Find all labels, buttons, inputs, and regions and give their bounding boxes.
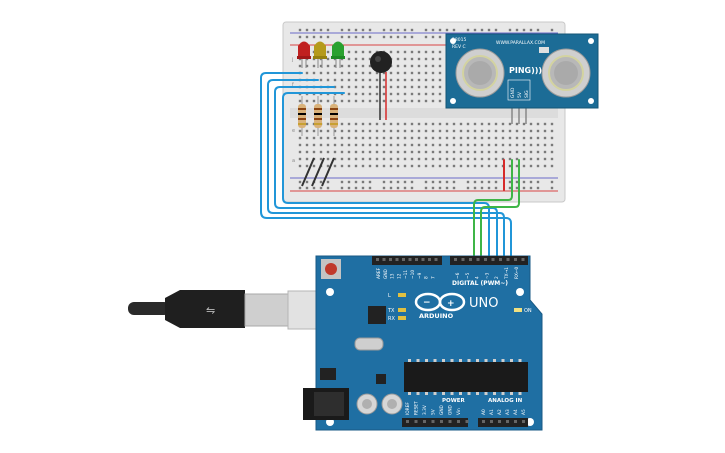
row-letter: j [291,57,293,63]
analog-pin-label: A1 [489,409,495,415]
power-pin-label: IOREF [405,402,411,415]
sensor-rev: REV C [452,44,466,50]
sensor-website: WWW.PARALLAX.COM [496,40,545,46]
row-letter: a [292,158,295,164]
wire-green-2[interactable] [480,159,520,259]
digital-pin-label: ~9 [417,272,423,279]
svg-text:+: + [447,299,455,309]
usb-cable[interactable]: ⇋ [128,290,321,330]
chip-legs [408,359,522,395]
arduino-uno[interactable]: − + UNO ARDUINO DIGITAL (PWM~) POWER ANA… [303,255,543,431]
digital-pin-label: ~11 [403,270,409,279]
led-on-label: ON [524,308,532,314]
digital-header-pins [376,258,525,261]
wire-blue-1[interactable] [260,72,512,259]
ping-sensor[interactable]: 28015 REV C WWW.PARALLAX.COM PING))) GND… [445,33,599,124]
led-yellow[interactable] [313,41,327,69]
power-pin-label: RESET [414,401,420,415]
wire-green-1[interactable] [473,159,513,259]
power-header-label: POWER [442,398,466,404]
digital-pin-label: 13 [390,273,396,279]
digital-pin-label: ~10 [410,270,416,279]
wire-blue-4[interactable] [282,92,490,259]
bottom-header-pins [406,420,525,423]
digital-pin-label: 12 [396,273,402,279]
wire-blue-2[interactable] [267,79,505,259]
row-letters: j f e a [291,57,295,164]
sensor-model: 28015 [452,37,466,43]
led-red[interactable] [297,41,311,69]
digital-pin-label: ~5 [465,272,471,279]
power-pin-label: GND [439,404,445,415]
wire-blue-3[interactable] [274,86,498,259]
piezo-buzzer[interactable] [370,51,392,120]
led-tx-label: TX [387,308,395,314]
analog-pin-label: A5 [521,409,527,415]
analog-pin-label: A0 [481,409,487,415]
digital-pin-label: RX←0 [514,266,520,279]
digital-pin-label: GND [383,268,389,279]
ground-jumpers[interactable] [301,157,335,187]
led-rx-label: RX [388,316,395,322]
reset-button[interactable] [325,263,337,275]
digital-pin-label: 4 [475,276,481,279]
analog-pin-label: A3 [505,409,511,415]
sensor-pin-sig: SIG [524,90,530,98]
power-pin-label: 5V [431,409,437,415]
analog-pin-label: A4 [513,409,519,415]
digital-pin-label: 2 [494,276,500,279]
sensor-pin-5v: 5V [517,91,523,98]
digital-pin-label: AREF [376,267,382,279]
row-letter: e [292,128,295,134]
board-model: UNO [469,296,498,311]
digital-header-label: DIGITAL (PWM~) [452,280,508,287]
analog-header-label: ANALOG IN [488,398,523,404]
resistor-2[interactable] [314,96,322,136]
row-letter: f [292,82,294,88]
svg-text:−: − [423,298,431,308]
usb-symbol-icon: ⇋ [206,304,215,317]
resistor-1[interactable] [298,96,306,136]
digital-pin-label: ~6 [455,272,461,279]
digital-pin-label: TX→1 [504,267,510,280]
analog-pin-label: A2 [497,409,503,415]
led-green[interactable] [331,41,345,69]
digital-pin-label: ~3 [484,272,490,279]
arduino-logo-icon: − + [414,292,466,312]
resistor-3[interactable] [330,96,338,136]
power-pin-label: Vin [456,408,462,415]
digital-pin-label: 7 [430,276,436,279]
sensor-pin-gnd: GND [510,87,516,98]
power-pin-label: 3.3V [422,405,428,415]
power-pin-label: GND [448,404,454,415]
board-brand: ARDUINO [419,312,454,320]
wires [260,72,520,259]
digital-pin-label: 8 [424,276,430,279]
sensor-brand: PING))) [509,66,542,75]
led-l-label: L [388,293,391,299]
